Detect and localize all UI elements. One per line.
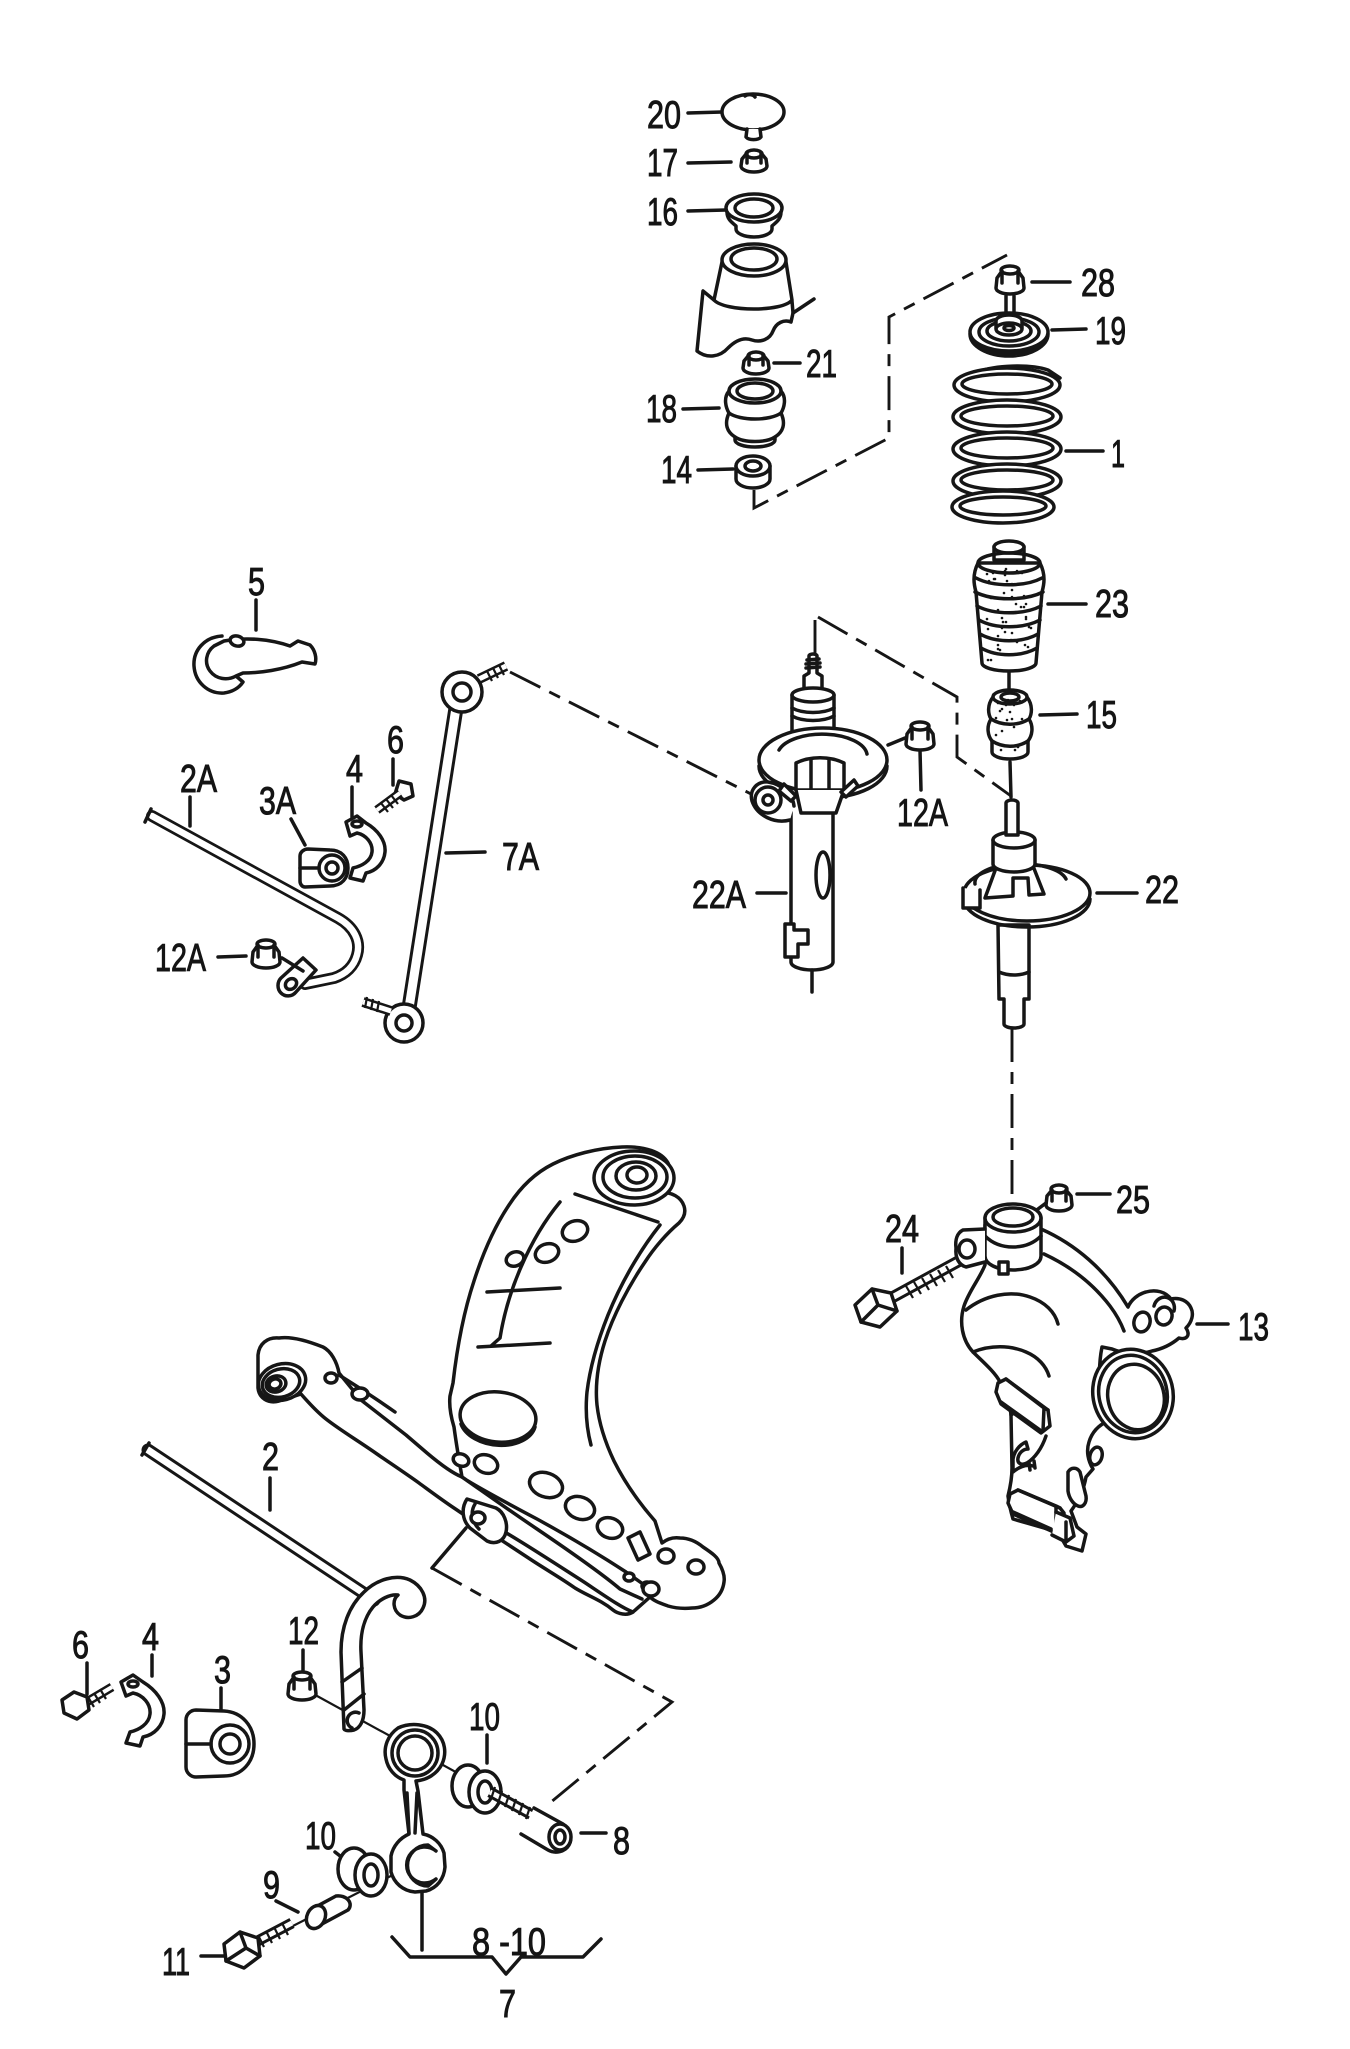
svg-text:1: 1 [1111,433,1125,476]
svg-text:25: 25 [1116,1179,1150,1222]
svg-text:22: 22 [1145,869,1179,912]
svg-text:2A: 2A [180,758,217,801]
svg-text:3A: 3A [259,780,296,823]
svg-text:6: 6 [72,1624,89,1667]
svg-text:4: 4 [346,748,363,791]
svg-text:14: 14 [661,449,692,492]
svg-text:8: 8 [613,1820,630,1863]
svg-text:22A: 22A [692,874,746,917]
svg-text:3: 3 [214,1649,231,1692]
svg-text:12A: 12A [897,792,948,835]
svg-text:24: 24 [885,1208,919,1251]
svg-text:21: 21 [806,343,837,386]
svg-text:2: 2 [262,1436,279,1479]
svg-text:5: 5 [248,561,265,604]
svg-text:7: 7 [499,1983,516,2026]
svg-text:18: 18 [646,388,677,431]
svg-text:4: 4 [142,1616,159,1659]
svg-text:10: 10 [305,1815,336,1858]
svg-text:16: 16 [647,191,678,234]
svg-text:11: 11 [162,1941,190,1984]
svg-text:7A: 7A [502,836,539,879]
svg-text:19: 19 [1095,310,1126,353]
svg-text:15: 15 [1086,694,1117,737]
svg-text:12A: 12A [155,937,206,980]
svg-text:12: 12 [288,1610,319,1653]
svg-text:13: 13 [1238,1306,1269,1349]
svg-text:23: 23 [1095,583,1129,626]
svg-text:6: 6 [387,719,404,762]
svg-text:10: 10 [469,1696,500,1739]
svg-text:28: 28 [1081,262,1115,305]
svg-text:20: 20 [647,94,681,137]
svg-text:17: 17 [647,142,678,185]
svg-text:9: 9 [263,1864,280,1907]
